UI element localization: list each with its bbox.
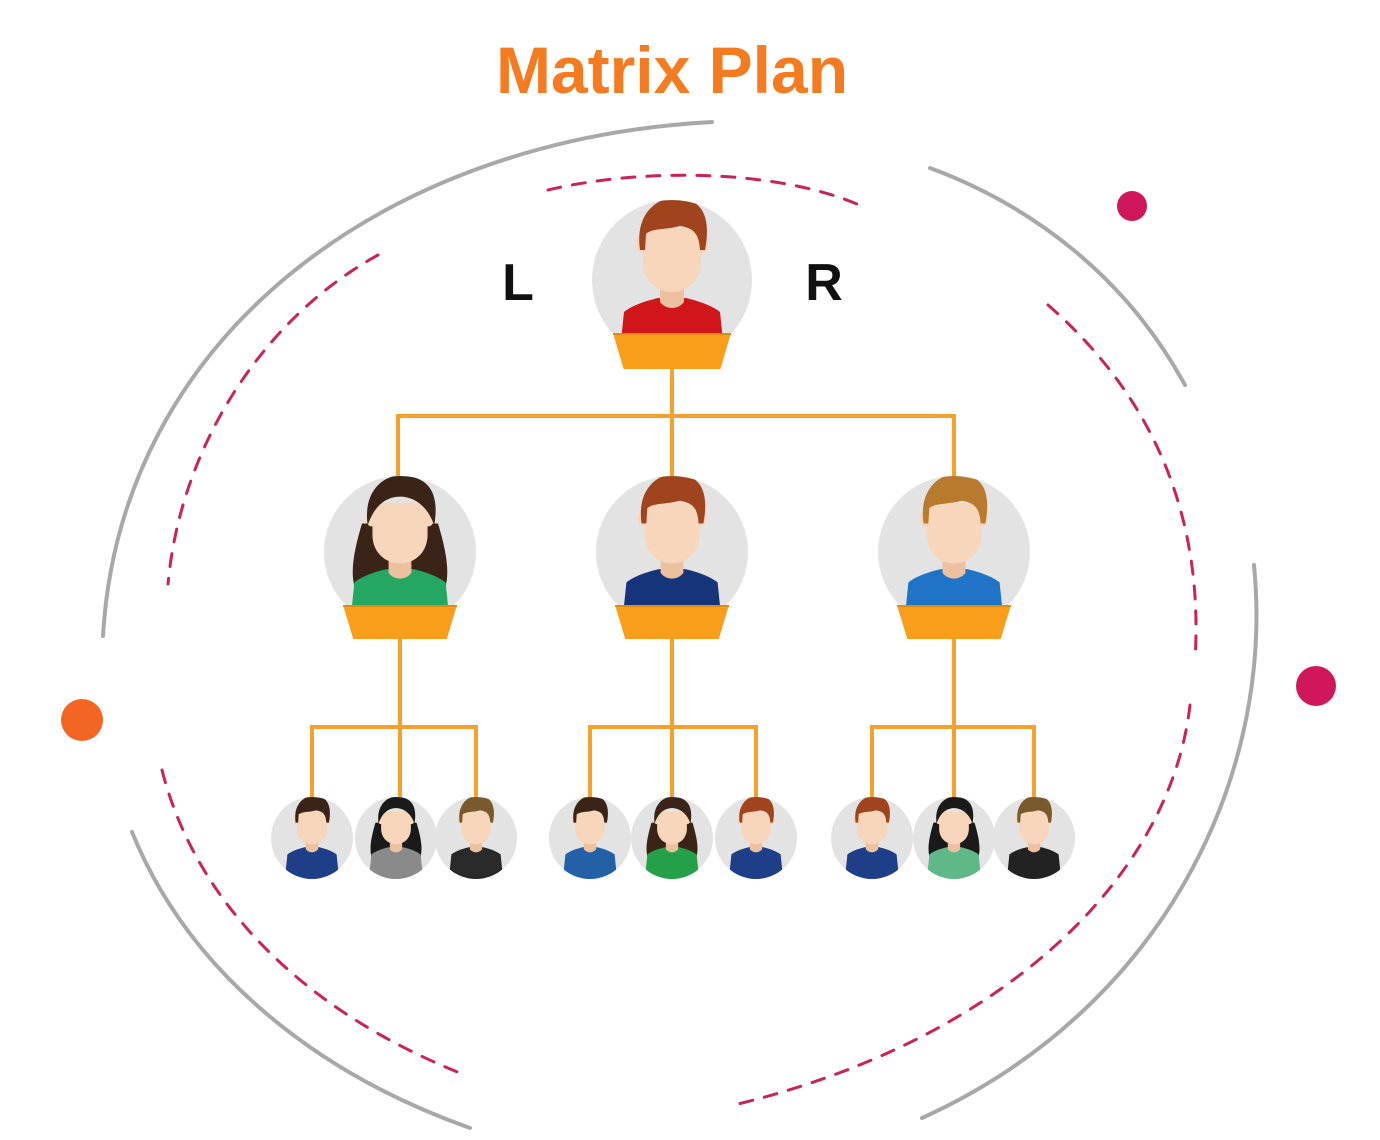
male-avatar-icon <box>562 797 618 879</box>
female-avatar-icon <box>368 797 424 879</box>
root-plaque <box>613 333 731 369</box>
tree-connectors <box>310 362 1036 802</box>
level2-avatar-3-2 <box>913 797 995 879</box>
level2-node-2-1 <box>549 797 631 879</box>
orange-dot-left <box>61 699 103 741</box>
magenta-dot-top <box>1117 191 1147 221</box>
level2-avatar-1-2 <box>355 797 437 879</box>
dashed-arc-4 <box>736 703 1192 1106</box>
left-leg-label: L <box>502 254 534 312</box>
root-avatar <box>592 200 752 360</box>
level2-node-3-3 <box>993 797 1075 879</box>
level2-avatar-2-1 <box>549 797 631 879</box>
level1-node-1 <box>324 476 476 639</box>
level1-plaque-1 <box>343 605 457 639</box>
level2-node-3-1 <box>831 797 913 879</box>
level1-node-3 <box>878 476 1030 639</box>
level2-avatar-2-2 <box>631 797 713 879</box>
level2-avatar-3-3 <box>993 797 1075 879</box>
level2-avatar-3-1 <box>831 797 913 879</box>
outer-arc-1 <box>101 120 714 638</box>
outer-arc-2 <box>928 166 1187 387</box>
dashed-arc-5 <box>160 768 467 1077</box>
male-avatar-icon <box>1006 797 1062 879</box>
level2-avatar-1-3 <box>435 797 517 879</box>
level1-plaque-2 <box>615 605 729 639</box>
level2-node-2-2 <box>631 797 713 879</box>
outer-arc-4 <box>130 830 472 1130</box>
diagram-title: Matrix Plan <box>496 33 848 107</box>
level2-avatar-2-3 <box>715 797 797 879</box>
dashed-arc-2 <box>166 253 380 586</box>
level2-node-1-2 <box>355 797 437 879</box>
level2-node-1-1 <box>271 797 353 879</box>
decorative-dots <box>61 191 1336 741</box>
root-node <box>592 200 752 369</box>
male-avatar-icon <box>844 797 900 879</box>
level2-node-3-2 <box>913 797 995 879</box>
level1-avatar-1 <box>324 476 476 628</box>
magenta-dot-right <box>1296 666 1336 706</box>
level2-node-2-3 <box>715 797 797 879</box>
tree-nodes <box>271 200 1075 879</box>
outer-arc-3 <box>920 563 1259 1120</box>
level1-plaque-3 <box>897 605 1011 639</box>
dashed-arc-3 <box>1046 303 1198 662</box>
male-avatar-icon <box>448 797 504 879</box>
male-avatar-icon <box>728 797 784 879</box>
level2-node-1-3 <box>435 797 517 879</box>
dashed-arc-1 <box>546 173 868 210</box>
level2-avatar-1-1 <box>271 797 353 879</box>
dashed-ring <box>160 173 1198 1106</box>
female-avatar-icon <box>926 797 982 879</box>
female-avatar-icon <box>644 797 700 879</box>
level1-node-2 <box>596 476 748 639</box>
male-avatar-icon <box>284 797 340 879</box>
outer-ring <box>101 120 1259 1130</box>
right-leg-label: R <box>805 254 843 312</box>
